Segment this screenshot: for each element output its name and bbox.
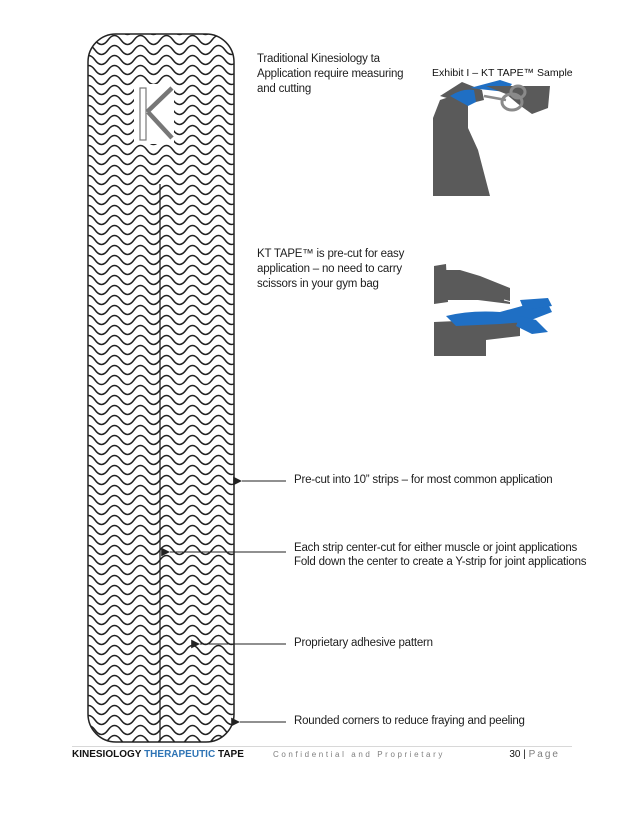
adhesive-wave-line [88,524,234,536]
callout-precut-strips: Pre-cut into 10” strips – for most commo… [294,474,553,486]
adhesive-wave-line [88,644,234,656]
adhesive-wave-line [88,404,234,416]
adhesive-wave-line [88,394,234,406]
adhesive-wave-line [88,284,234,296]
adhesive-wave-line [88,184,234,196]
peeling-illustration [434,264,552,356]
footer-page-number: 30 | Page [509,749,560,760]
adhesive-wave-line [88,534,234,546]
adhesive-wave-line [88,364,234,376]
adhesive-wave-line [88,194,234,206]
adhesive-wave-line [88,434,234,446]
adhesive-wave-line [88,674,234,686]
adhesive-wave-line [88,424,234,436]
adhesive-wave-line [88,274,234,286]
caption-precut: KT TAPE™ is pre-cut for easy application… [257,248,405,290]
adhesive-wave-line [88,384,234,396]
callout-center-cut: Each strip center-cut for either muscle … [294,542,578,554]
adhesive-wave-line [88,604,234,616]
adhesive-wave-line [88,414,234,426]
adhesive-wave-line [88,624,234,636]
adhesive-wave-line [88,344,234,356]
adhesive-wave-line [88,264,234,276]
adhesive-wave-line [88,634,234,646]
adhesive-wave-line [88,474,234,486]
adhesive-wave-line [88,304,234,316]
adhesive-wave-line [88,214,234,226]
callout-arrows [161,476,286,727]
adhesive-wave-line [88,514,234,526]
adhesive-wave-line [88,74,234,86]
kt-logo [134,84,174,144]
adhesive-wave-line [88,174,234,186]
adhesive-wave-line [88,244,234,256]
adhesive-wave-line [88,694,234,706]
callout-rounded-corners: Rounded corners to reduce fraying and pe… [294,715,525,727]
page-footer: KINESIOLOGY THERAPEUTIC TAPE Confidentia… [72,746,572,763]
adhesive-wave-line [88,224,234,236]
adhesive-wave-line [88,564,234,576]
adhesive-wave-line [88,64,234,76]
adhesive-wave-line [88,664,234,676]
adhesive-wave-line [88,654,234,666]
footer-confidential: Confidential and Proprietary [273,750,445,759]
exhibit-label: Exhibit I – KT TAPE™ Sample [432,67,573,78]
adhesive-wave-line [88,324,234,336]
adhesive-wave-line [88,154,234,166]
adhesive-wave-line [88,54,234,66]
adhesive-wave-line [88,294,234,306]
adhesive-wave-line [88,684,234,696]
adhesive-wave-line [88,354,234,366]
adhesive-wave-line [88,554,234,566]
adhesive-wave-line [88,724,234,736]
adhesive-pattern [88,34,234,742]
adhesive-wave-line [88,144,234,156]
adhesive-wave-line [88,594,234,606]
adhesive-wave-line [88,454,234,466]
adhesive-wave-line [88,444,234,456]
adhesive-wave-line [88,574,234,586]
adhesive-wave-line [88,234,234,246]
adhesive-wave-line [88,484,234,496]
adhesive-wave-line [88,164,234,176]
adhesive-wave-line [88,504,234,516]
callout-adhesive-pattern: Proprietary adhesive pattern [294,637,433,649]
adhesive-wave-line [88,614,234,626]
adhesive-wave-line [88,34,234,36]
scissors-illustration [433,80,550,196]
adhesive-wave-line [88,254,234,266]
adhesive-wave-line [88,494,234,506]
adhesive-wave-line [88,464,234,476]
adhesive-wave-line [88,584,234,596]
tape-outline [87,33,235,743]
footer-brand: KINESIOLOGY THERAPEUTIC TAPE [72,749,244,760]
adhesive-wave-line [88,714,234,726]
adhesive-wave-line [88,334,234,346]
callout-y-strip: Fold down the center to create a Y-strip… [294,556,587,568]
adhesive-wave-line [88,204,234,216]
adhesive-wave-line [88,314,234,326]
adhesive-wave-line [88,44,234,56]
adhesive-wave-line [88,704,234,716]
adhesive-wave-line [88,34,234,46]
caption-traditional: Traditional Kinesiology ta Application r… [257,53,404,95]
adhesive-wave-line [88,544,234,556]
adhesive-wave-line [88,374,234,386]
